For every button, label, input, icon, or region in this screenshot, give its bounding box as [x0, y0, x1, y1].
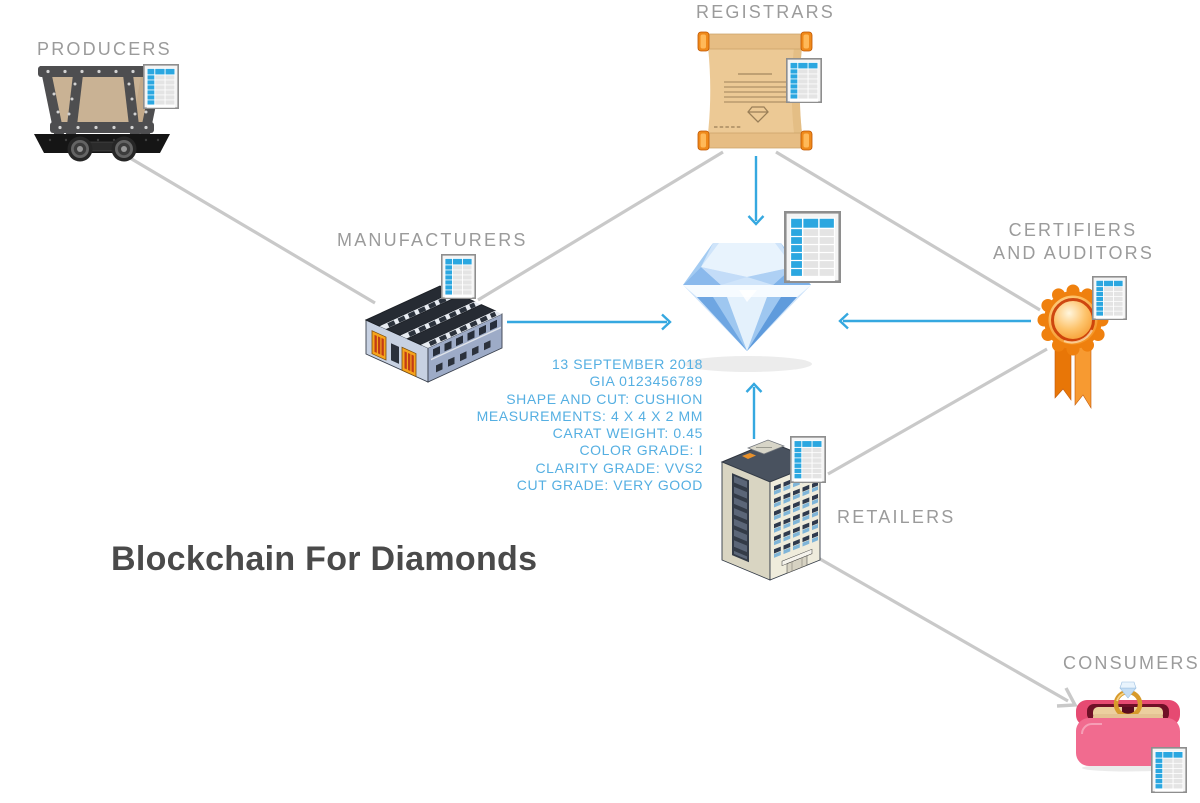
- record-line: GIA 0123456789: [589, 373, 703, 390]
- diamond-ledger-icon: [783, 210, 842, 284]
- ledger-icon: [142, 63, 180, 110]
- diamond-shadow: [684, 356, 812, 372]
- ledger-icon: [789, 435, 827, 484]
- diamond-seal-mark: [747, 106, 769, 123]
- record-line: SHAPE AND CUT: CUSHION: [506, 390, 703, 407]
- office-building-icon: [720, 439, 822, 581]
- gray-arrowhead: [1056, 687, 1078, 708]
- scroll-certificate-icon: [697, 31, 813, 151]
- ledger-icon: [785, 57, 823, 104]
- factory-doors: [371, 330, 417, 378]
- diamond-record: 13 SEPTEMBER 2018 GIA 0123456789 SHAPE A…: [477, 356, 703, 494]
- cart-wheel: [67, 136, 93, 162]
- scroll-roller-caps: [697, 31, 813, 151]
- line-registrars-certifiers: [775, 150, 1041, 312]
- certifiers-label-line2: AND AUDITORS: [993, 243, 1155, 263]
- line-producers-manufacturers: [112, 146, 376, 305]
- line-certifiers-retailers: [827, 347, 1048, 476]
- registrars-label: REGISTRARS: [696, 2, 836, 22]
- certifiers-label-line1: CERTIFIERS: [1008, 220, 1138, 240]
- record-line: CARAT WEIGHT: 0.45: [552, 425, 703, 442]
- producers-label: PRODUCERS: [37, 39, 172, 59]
- line-manufacturers-registrars: [477, 150, 724, 302]
- factory-roof: [364, 285, 502, 348]
- cart-wheel: [111, 136, 137, 162]
- ledger-icon: [440, 253, 477, 300]
- consumers-label: CONSUMERS: [1063, 653, 1200, 673]
- record-line: CLARITY GRADE: VVS2: [535, 459, 703, 476]
- arrow-certifiers-to-diamond: [838, 312, 1031, 330]
- arrow-retailers-consumers: [805, 549, 1078, 708]
- manufacturers-label: MANUFACTURERS: [337, 230, 528, 250]
- ledger-icon: [1150, 746, 1188, 794]
- ledger-icon: [1091, 275, 1128, 321]
- certifiers-label: CERTIFIERS AND AUDITORS: [993, 219, 1153, 265]
- record-line: 13 SEPTEMBER 2018: [551, 356, 703, 372]
- arrow-retailers-to-diamond: [745, 382, 763, 439]
- award-ribbon-icon: [1037, 284, 1109, 410]
- retailers-label: RETAILERS: [837, 507, 956, 527]
- ribbon-tails: [1054, 341, 1092, 410]
- arrow-registrars-to-diamond: [747, 156, 765, 226]
- factory-icon: [364, 285, 503, 383]
- factory-side-windows: [431, 319, 501, 373]
- record-line: CUT GRADE: VERY GOOD: [516, 477, 703, 494]
- rooftop-vent: [742, 453, 756, 459]
- arrow-manufacturers-to-diamond: [507, 313, 672, 331]
- page-title: Blockchain For Diamonds: [111, 540, 538, 578]
- ring-slot: [1122, 707, 1134, 717]
- record-line: MEASUREMENTS: 4 X 4 X 2 MM: [476, 407, 703, 424]
- record-line: COLOR GRADE: I: [579, 442, 703, 459]
- scroll-text-lines: [724, 73, 786, 103]
